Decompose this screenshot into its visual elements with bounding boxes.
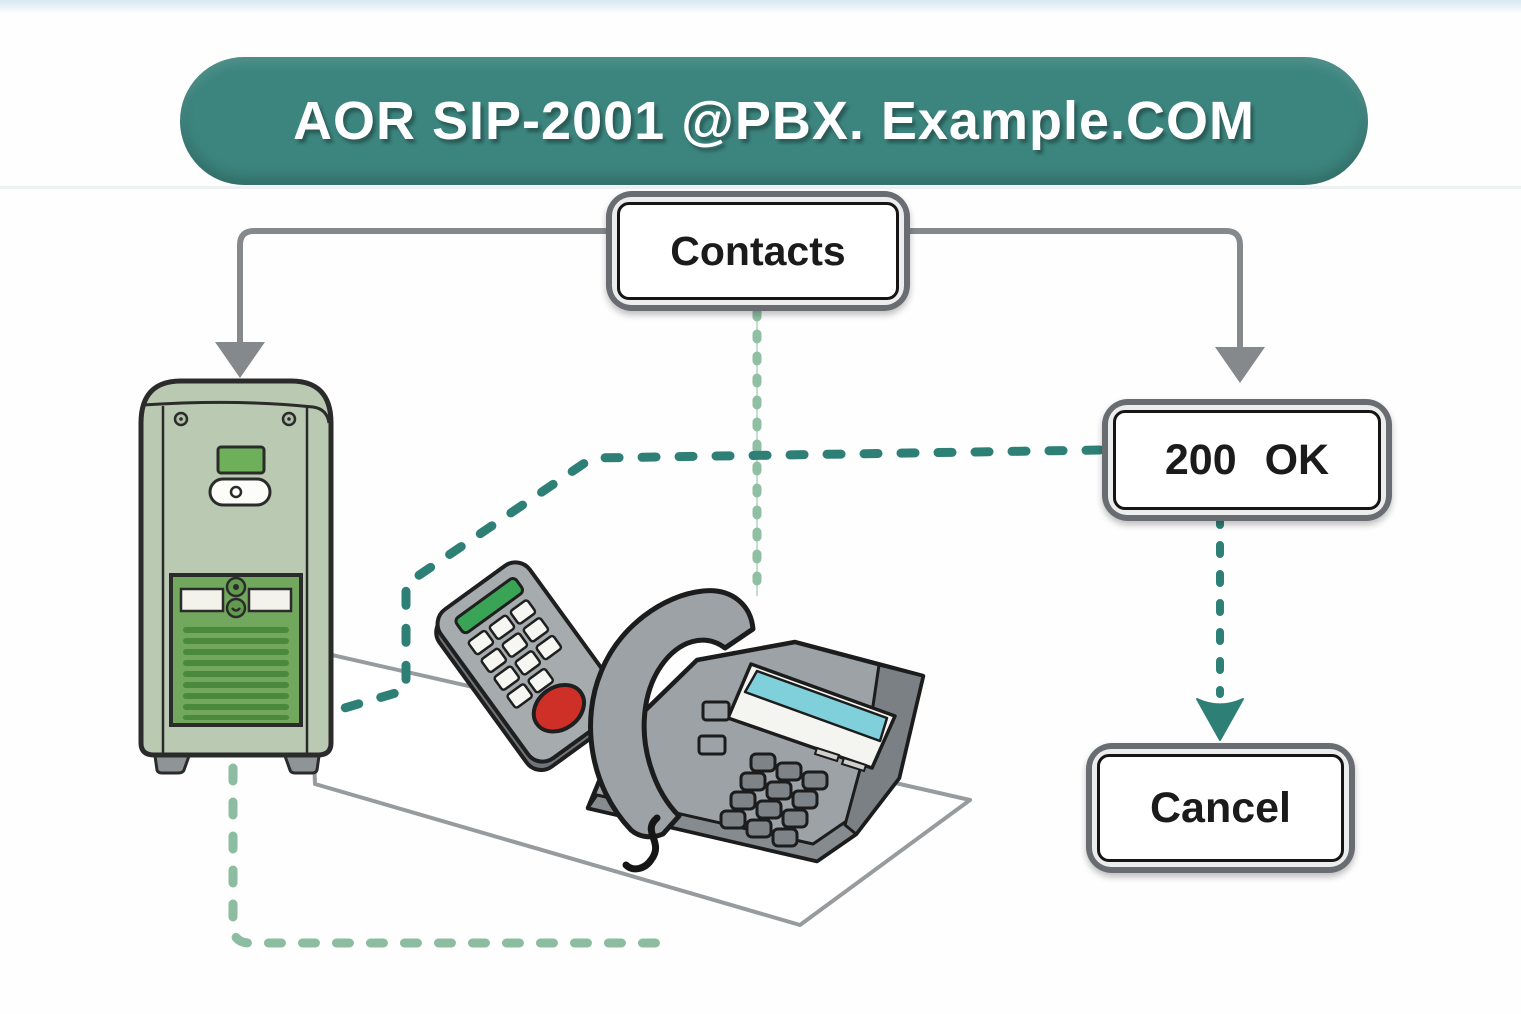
remote-display-bar — [454, 577, 524, 635]
server-vent-grille — [183, 627, 289, 720]
server-indicator-light — [216, 445, 266, 475]
screw-dot — [287, 417, 291, 421]
contacts-label: Contacts — [670, 227, 846, 274]
contacts-node-frame: Contacts — [612, 197, 904, 305]
server-foot-right — [282, 754, 321, 775]
remote-red-button — [531, 683, 586, 734]
keypad-remote-illustration — [434, 560, 623, 772]
phone-handset — [588, 588, 756, 840]
server-top-seam — [142, 400, 331, 424]
faint-divider-line — [0, 186, 1521, 189]
arrowhead-down-gray-left-icon — [215, 342, 265, 378]
power-dot-icon — [229, 485, 243, 499]
cancel-node: Cancel — [1086, 743, 1355, 873]
contacts-node: Contacts — [606, 191, 910, 311]
remote-keypad — [467, 599, 563, 709]
banner-title: AOR SIP-2001 @PBX. Example.COM — [293, 91, 1255, 151]
200-ok-node-inner: 200 OK — [1113, 410, 1381, 510]
dashed-path-server-to-ok — [319, 445, 1105, 719]
200-ok-label: 200 OK — [1164, 435, 1330, 484]
arrow-contacts-to-ok — [898, 228, 1243, 349]
arrowhead-down-gray-right-icon — [1215, 347, 1265, 383]
phone-cradle-tab-bottom — [697, 734, 727, 756]
phone-display-screen — [743, 669, 889, 743]
phone-keypad — [719, 752, 829, 848]
panel-knob-top-dot — [233, 584, 239, 590]
dashed-path-server-bottom — [228, 763, 665, 948]
cancel-node-frame: Cancel — [1092, 749, 1349, 867]
desk-phone-illustration — [585, 588, 926, 873]
aor-banner: AOR SIP-2001 @PBX. Example.COM — [180, 57, 1368, 185]
phone-cradle-tab-top — [701, 700, 731, 722]
screw-dot — [179, 417, 183, 421]
top-tint-band — [0, 0, 1521, 13]
cancel-label: Cancel — [1149, 783, 1291, 832]
arrow-contacts-to-server — [237, 228, 608, 344]
phone-cord — [622, 814, 661, 873]
200-ok-node-frame: 200 OK — [1108, 405, 1386, 515]
server-tower-illustration — [138, 378, 334, 775]
server-foot-left — [153, 754, 192, 775]
server-slot-left — [179, 587, 225, 613]
contacts-node-inner: Contacts — [617, 202, 899, 300]
phone-softkey-left — [813, 746, 841, 763]
phone-softkey-right — [840, 756, 868, 773]
server-slot-right — [247, 587, 293, 613]
cancel-node-inner: Cancel — [1097, 754, 1344, 862]
panel-knob-bottom-mark — [231, 607, 241, 612]
200-ok-node: 200 OK — [1102, 399, 1392, 521]
arrowhead-down-teal-icon — [1196, 698, 1244, 741]
panel-knob-bottom — [225, 597, 247, 619]
